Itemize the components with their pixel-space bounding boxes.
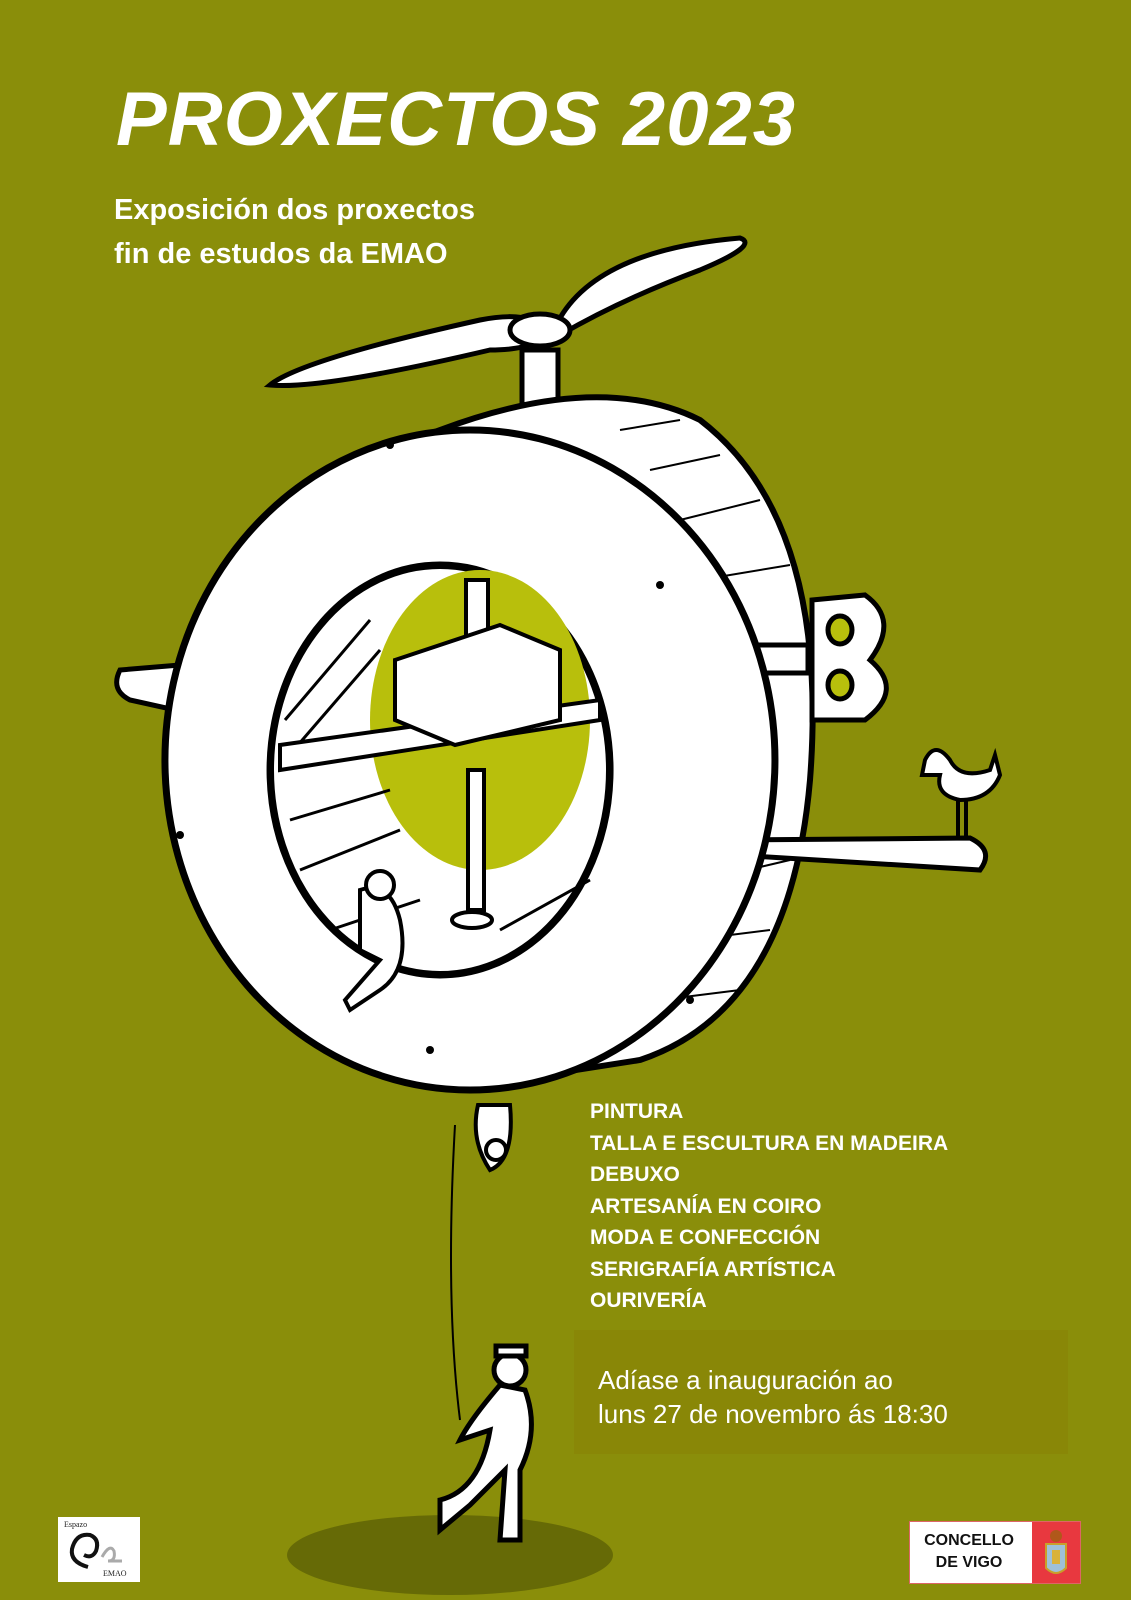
emao-logo-top-text: Espazo <box>64 1520 88 1529</box>
vigo-line-1: CONCELLO <box>924 1532 1014 1549</box>
subtitle-line-2: fin de estudos da EMAO <box>114 238 448 270</box>
invite-line-1: Adíase a inauguración ao <box>598 1365 893 1395</box>
inauguration-notice: Adíase a inauguración ao luns 27 de nove… <box>574 1330 1068 1454</box>
vigo-line-2: DE VIGO <box>935 1554 1003 1571</box>
subtitle-line-1: Exposición dos proxectos <box>114 194 475 226</box>
right-wing <box>731 835 989 873</box>
emao-spiral-icon <box>69 1532 122 1569</box>
man-with-rope <box>437 1343 534 1543</box>
vigo-crest-icon <box>1032 1522 1080 1583</box>
propeller <box>263 235 748 415</box>
bird <box>919 747 1003 840</box>
machine-platform <box>278 578 602 1013</box>
left-wing <box>114 662 183 714</box>
discipline-item: ARTESANÍA EN COIRO <box>590 1194 822 1218</box>
ground-shadow <box>287 1515 613 1595</box>
invite-line-2: luns 27 de novembro ás 18:30 <box>598 1399 948 1429</box>
vigo-logo-text: CONCELLO DE VIGO <box>915 1530 1023 1574</box>
screws <box>176 441 694 1054</box>
poster-title: PROXECTOS 2023 <box>116 77 797 162</box>
concello-de-vigo-logo: CONCELLO DE VIGO <box>909 1521 1081 1584</box>
discipline-item: DEBUXO <box>590 1163 680 1186</box>
poster-subtitle: Exposición dos proxectos fin de estudos … <box>114 188 475 276</box>
rope <box>450 1124 461 1421</box>
discipline-item: SERIGRAFÍA ARTÍSTICA <box>590 1257 836 1281</box>
discipline-item: OURIVERÍA <box>590 1289 707 1312</box>
hook <box>473 1103 513 1173</box>
disciplines-list: PINTURA TALLA E ESCULTURA EN MADEIRA DEB… <box>590 1096 948 1317</box>
discipline-item: PINTURA <box>590 1100 684 1123</box>
discipline-item: MODA E CONFECCIÓN <box>590 1226 821 1249</box>
espazo-emao-logo: Espazo EMAO <box>58 1517 140 1582</box>
emao-logo-bottom-text: EMAO <box>103 1569 127 1578</box>
discipline-item: TALLA E ESCULTURA EN MADEIRA <box>590 1131 949 1155</box>
